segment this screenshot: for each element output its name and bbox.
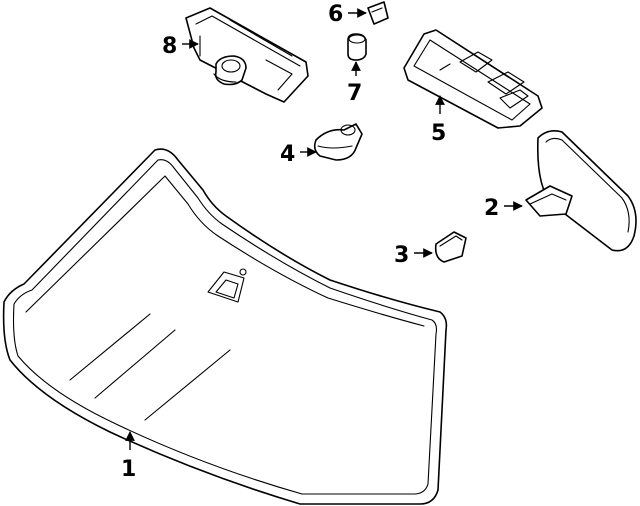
callout-5: 5 [431,121,446,146]
mounting-clip [367,1,389,25]
leader-lines [125,8,523,450]
rearview-mirror [525,130,637,252]
rain-sensor [313,123,363,161]
cap [347,33,367,61]
callout-labels: 1 2 3 4 5 6 7 8 [121,2,499,482]
callout-8: 8 [162,34,177,59]
callout-4: 4 [280,142,295,167]
callout-7: 7 [347,81,362,106]
overhead-console [403,29,543,129]
callout-3: 3 [394,243,409,268]
callout-2: 2 [484,196,499,221]
callout-1: 1 [121,457,136,482]
mirror-bracket [185,7,309,103]
callout-6: 6 [328,2,343,27]
mirror-cover [434,231,467,263]
windshield-glass [2,148,448,505]
